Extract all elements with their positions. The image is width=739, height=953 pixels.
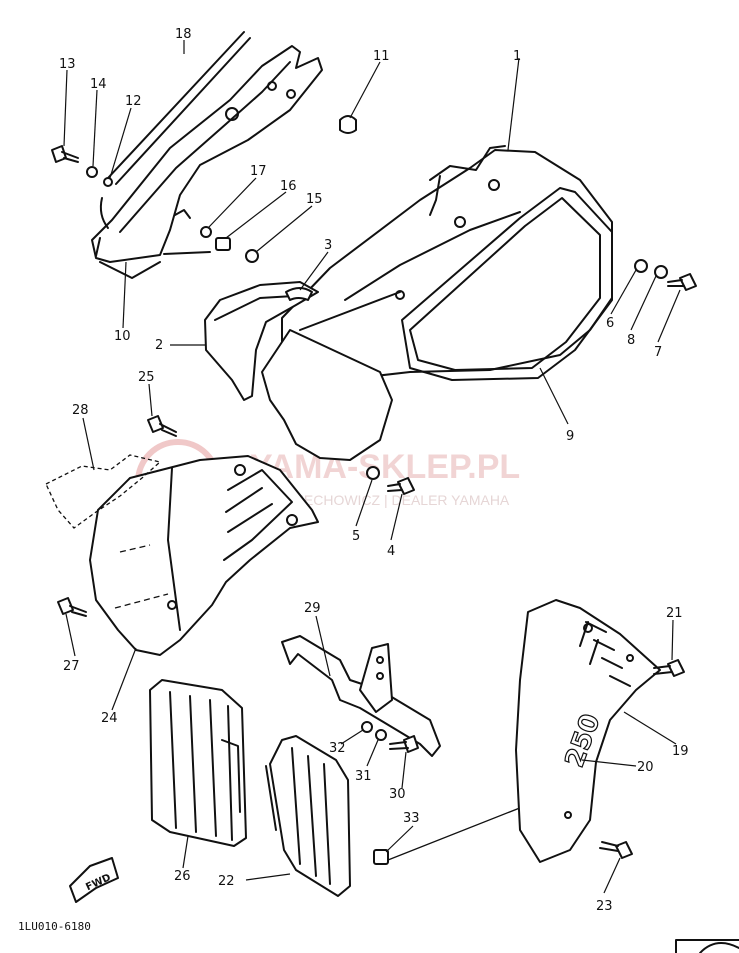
callout-7: 7	[654, 345, 662, 360]
part-bolt-30	[389, 735, 419, 753]
callout-31: 31	[355, 769, 372, 784]
part-bolt-4	[387, 477, 415, 495]
part-spacer-16	[215, 237, 231, 251]
callout-25: 25	[138, 370, 155, 385]
callout-8: 8	[627, 333, 635, 348]
callouts: 1 2 3 4 5 6 7 8 9 10 11 12 13 14 15 16 1…	[59, 27, 689, 914]
callout-16: 16	[280, 179, 297, 194]
callout-10: 10	[114, 329, 131, 344]
part-clip-33	[373, 849, 389, 865]
callout-24: 24	[101, 711, 118, 726]
callout-12: 12	[125, 94, 142, 109]
callout-30: 30	[389, 787, 406, 802]
callout-5: 5	[352, 529, 360, 544]
callout-2: 2	[155, 338, 163, 353]
callout-22: 22	[218, 874, 235, 889]
callout-29: 29	[304, 601, 321, 616]
part-radiator-guard-22	[265, 735, 351, 897]
corner-frame-icon	[675, 939, 739, 953]
part-tank-lower	[261, 329, 393, 461]
watermark: YAMA-SKLEP.PL IECHOWICZ | DEALER YAMAHA	[135, 439, 520, 525]
callout-28: 28	[72, 403, 89, 418]
callout-17: 17	[250, 164, 267, 179]
part-collar-17	[200, 226, 212, 238]
callout-13: 13	[59, 57, 76, 72]
leader-lines	[63, 40, 681, 894]
part-washer-8	[654, 265, 668, 279]
part-bracket-10	[91, 45, 323, 279]
part-decal-28	[45, 454, 162, 529]
part-grommet-11	[286, 89, 357, 134]
callout-9: 9	[566, 429, 574, 444]
part-washer-6	[634, 259, 648, 273]
callout-14: 14	[90, 77, 107, 92]
watermark-brand: YAMA-SKLEP.PL	[250, 448, 520, 486]
part-bracket-29	[281, 635, 441, 757]
callout-4: 4	[387, 544, 395, 559]
part-bolt-7	[667, 273, 697, 291]
callout-3: 3	[324, 238, 332, 253]
part-cable-line	[387, 799, 541, 861]
part-radiator-guard-26	[149, 679, 247, 847]
part-bolt-21	[653, 659, 685, 677]
callout-6: 6	[606, 316, 614, 331]
callout-19: 19	[672, 744, 689, 759]
part-washer-31	[375, 729, 387, 741]
part-washer-14	[86, 166, 98, 178]
part-bolt-13	[51, 145, 79, 163]
callout-18: 18	[175, 27, 192, 42]
callout-21: 21	[666, 606, 683, 621]
callout-11: 11	[373, 49, 390, 64]
part-washer-5	[366, 466, 380, 480]
diagram-code: 1LU010-6180	[18, 920, 91, 933]
part-fuel-tank-1	[281, 145, 613, 381]
part-frame-9	[401, 187, 613, 381]
callout-26: 26	[174, 869, 191, 884]
forward-arrow-icon: FWD	[69, 857, 119, 903]
part-bolt-25	[147, 415, 177, 437]
part-collar-32	[361, 721, 373, 733]
callout-20: 20	[637, 760, 654, 775]
part-washer-15	[245, 249, 259, 263]
part-washer-12	[103, 177, 113, 187]
callout-32: 32	[329, 741, 346, 756]
part-side-cover-2	[204, 281, 319, 401]
watermark-tagline: IECHOWICZ | DEALER YAMAHA	[300, 492, 510, 508]
part-seal-3	[285, 287, 313, 301]
callout-23: 23	[596, 899, 613, 914]
part-bolt-27	[57, 597, 87, 617]
callout-1: 1	[513, 49, 521, 64]
part-radiator-cover-24	[89, 455, 319, 656]
callout-15: 15	[306, 192, 323, 207]
part-stay-rod-18	[107, 31, 251, 185]
callout-27: 27	[63, 659, 80, 674]
callout-33: 33	[403, 811, 420, 826]
part-bolt-23	[599, 841, 633, 859]
